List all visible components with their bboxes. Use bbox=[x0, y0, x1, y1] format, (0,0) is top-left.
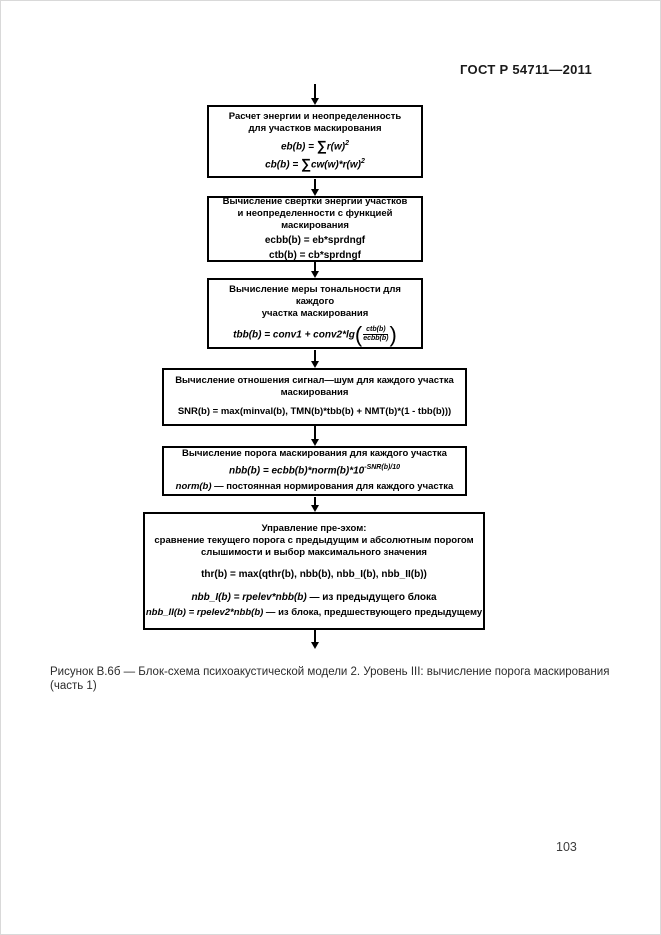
box-title-line: для участков маскирования bbox=[248, 122, 382, 134]
formula-line: cb(b) = ∑cw(w)*r(w)2 bbox=[265, 155, 365, 172]
document-header: ГОСТ Р 54711—2011 bbox=[460, 62, 592, 77]
box-title-line: Вычисление меры тональности для каждого bbox=[229, 283, 401, 307]
box-title-line: Управление пре-эхом: bbox=[261, 522, 367, 534]
flow-arrow-down bbox=[311, 497, 319, 512]
flowchart-box-preecho: Управление пре-эхом: сравнение текущего … bbox=[143, 512, 485, 630]
formula-line: ctb(b) = cb*sprdngf bbox=[269, 249, 361, 261]
formula-line: SNR(b) = max(minval(b), TMN(b)*tbb(b) + … bbox=[177, 406, 452, 417]
box-title-line: участка маскирования bbox=[261, 307, 369, 319]
flowchart-box-energy: Расчет энергии и неопределенность для уч… bbox=[207, 105, 423, 178]
formula-comment: — из предыдущего блока bbox=[306, 591, 437, 603]
open-paren: ( bbox=[354, 321, 363, 347]
formula-exponent: 2 bbox=[360, 158, 365, 165]
figure-caption: Рисунок В.6б — Блок-схема психоакустичес… bbox=[50, 666, 610, 692]
close-paren: ) bbox=[389, 321, 397, 347]
formula-lhs: eb(b) = bbox=[280, 141, 317, 152]
fraction-denominator: ecbb(b) bbox=[363, 334, 389, 342]
fraction-numerator: ctb(b) bbox=[366, 326, 386, 333]
page-number: 103 bbox=[556, 840, 577, 854]
formula-lhs: cb(b) = bbox=[265, 159, 301, 171]
flowchart-box-snr: Вычисление отношения сигнал—шум для кажд… bbox=[162, 368, 467, 426]
formula-line: ecbb(b) = eb*sprdngf bbox=[264, 234, 366, 246]
formula-line: thr(b) = max(qthr(b), nbb(b), nbb_I(b), … bbox=[201, 568, 427, 580]
sigma-symbol: ∑ bbox=[300, 155, 311, 172]
formula-body: r(w) bbox=[326, 141, 346, 152]
formula-line: nbb(b) = ecbb(b)*norm(b)*10-SNR(b)/10 bbox=[229, 461, 400, 478]
formula-body: nbb_I(b) = rpelev*nbb(b) bbox=[191, 591, 307, 603]
formula-comment: — из блока, предшествующего предыдущему bbox=[263, 606, 483, 618]
box-title-line: Расчет энергии и неопределенность bbox=[228, 110, 402, 122]
flowchart-box-tonality: Вычисление меры тональности для каждого … bbox=[207, 278, 423, 349]
box-title-line: сравнение текущего порога с предыдущим и… bbox=[154, 534, 474, 546]
flow-arrow-down bbox=[311, 350, 319, 368]
note-symbol: norm(b) bbox=[175, 480, 212, 492]
formula-exponent: -SNR(b)/10 bbox=[364, 464, 401, 472]
box-title-line: и неопределенности с функцией маскирован… bbox=[237, 207, 393, 231]
formula-note: norm(b) — постоянная нормирования для ка… bbox=[176, 480, 454, 494]
box-title-line: Вычисление порога маскирования для каждо… bbox=[182, 448, 447, 460]
formula-line: nbb_II(b) = rpelev2*nbb(b) — из блока, п… bbox=[146, 606, 482, 620]
formula-line: nbb_I(b) = rpelev*nbb(b) — из предыдущег… bbox=[191, 591, 436, 605]
formula-body: nbb(b) = ecbb(b)*norm(b)*10 bbox=[228, 465, 365, 477]
formula-prefix: tbb(b) = conv1 + conv2*lg bbox=[233, 329, 355, 341]
box-title-line: Вычисление свертки энергии участков bbox=[222, 195, 408, 207]
flowchart-box-convolution: Вычисление свертки энергии участков и не… bbox=[207, 196, 423, 262]
flow-arrow-down bbox=[311, 262, 319, 278]
fraction: ctb(b)ecbb(b) bbox=[363, 326, 389, 343]
note-text: — постоянная нормирования для каждого уч… bbox=[211, 480, 454, 492]
flow-arrow-down bbox=[311, 630, 319, 649]
formula-body: cw(w)*r(w) bbox=[310, 159, 361, 171]
flow-arrow-down bbox=[311, 426, 319, 446]
formula-line: eb(b) = ∑r(w)2 bbox=[281, 137, 349, 154]
flow-arrow-down bbox=[311, 84, 319, 105]
box-title-line: Вычисление отношения сигнал—шум для кажд… bbox=[175, 375, 454, 386]
formula-exponent: 2 bbox=[345, 139, 350, 147]
box-title-line: слышимости и выбор максимального значени… bbox=[201, 546, 427, 558]
formula-body: nbb_II(b) = rpelev2*nbb(b) bbox=[145, 606, 264, 618]
formula-line: tbb(b) = conv1 + conv2*lg(ctb(b)ecbb(b)) bbox=[233, 323, 397, 345]
sigma-symbol: ∑ bbox=[316, 137, 327, 153]
box-title-line: маскирования bbox=[280, 387, 349, 398]
flowchart-box-threshold: Вычисление порога маскирования для каждо… bbox=[162, 446, 467, 496]
flow-arrow-down bbox=[311, 179, 319, 196]
